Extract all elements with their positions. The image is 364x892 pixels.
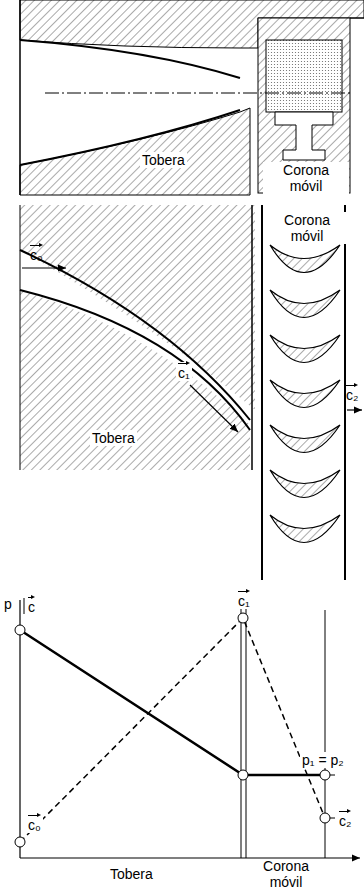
velocity-label: c₀ bbox=[30, 244, 43, 263]
velocity-label: c₂ bbox=[346, 384, 358, 403]
velocity-label: c₁ bbox=[176, 362, 192, 381]
pressure-label: p₁ = p₂ bbox=[300, 752, 346, 768]
part-label: Corona móvil bbox=[268, 212, 346, 244]
part-label: Tobera bbox=[90, 430, 137, 446]
velocity-label: c₁ bbox=[236, 590, 252, 609]
zone-label: Corona móvil bbox=[248, 858, 324, 890]
part-label: Tobera bbox=[140, 152, 187, 168]
velocity-label: c₂ bbox=[337, 810, 353, 829]
axis-label: p bbox=[4, 596, 12, 612]
part-label: Corona móvil bbox=[263, 162, 349, 194]
axis-label: c bbox=[28, 596, 35, 615]
velocity-label: c₀ bbox=[26, 814, 43, 833]
zone-label: Tobera bbox=[110, 866, 153, 882]
